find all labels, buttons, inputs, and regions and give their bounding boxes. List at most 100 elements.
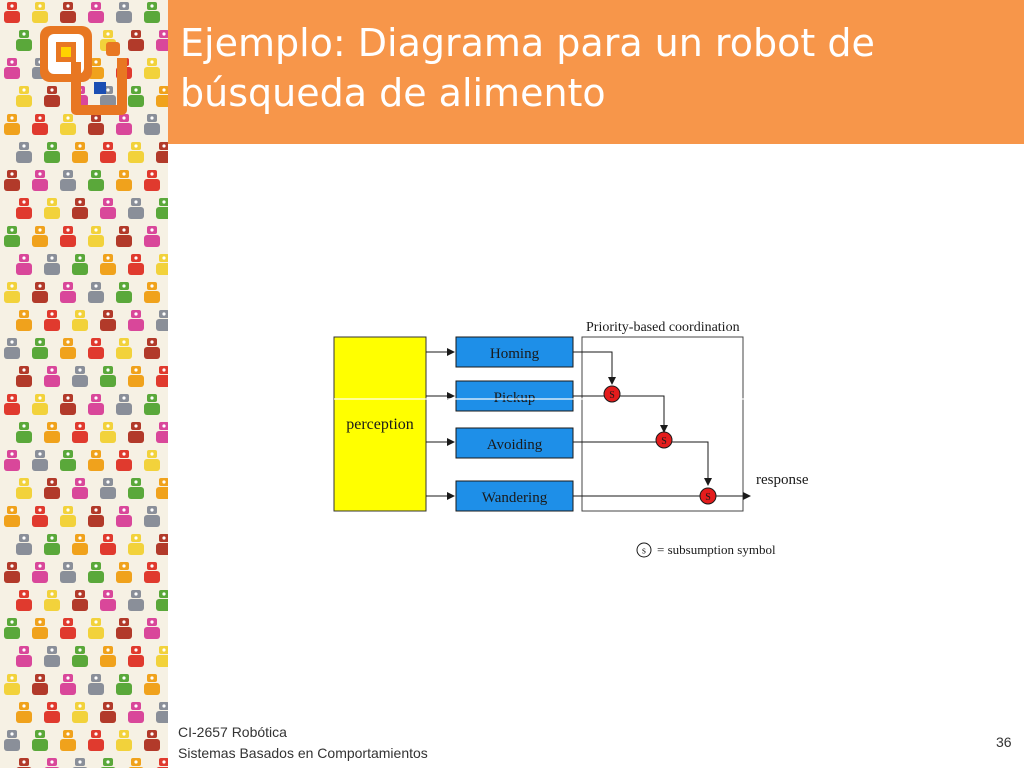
- robot-pattern-icon: [88, 282, 104, 303]
- robot-pattern-icon: [100, 198, 116, 219]
- robot-pattern-icon: [72, 142, 88, 163]
- behavior-wandering-box: [455, 480, 574, 512]
- robot-pattern-icon: [116, 338, 132, 359]
- robot-pattern-icon: [128, 646, 144, 667]
- robot-pattern-icon: [72, 310, 88, 331]
- robot-pattern-icon: [16, 702, 32, 723]
- robot-pattern-icon: [156, 366, 168, 387]
- robot-pattern-icon: [144, 674, 160, 695]
- subsumption-node-3: S: [699, 487, 717, 505]
- robot-pattern-icon: [144, 114, 160, 135]
- robot-pattern-icon: [44, 422, 60, 443]
- robot-pattern-icon: [156, 702, 168, 723]
- robot-pattern-icon: [4, 2, 20, 23]
- robot-pattern-icon: [32, 674, 48, 695]
- robot-pattern-icon: [44, 310, 60, 331]
- robot-pattern-icon: [144, 282, 160, 303]
- robot-pattern-icon: [4, 674, 20, 695]
- robot-pattern-icon: [144, 170, 160, 191]
- robot-pattern-icon: [100, 534, 116, 555]
- robot-pattern-icon: [16, 646, 32, 667]
- robot-pattern-icon: [60, 282, 76, 303]
- robot-pattern-icon: [116, 450, 132, 471]
- robot-pattern-icon: [16, 758, 32, 768]
- robot-pattern-icon: [116, 506, 132, 527]
- robot-pattern-icon: [128, 702, 144, 723]
- robot-pattern-icon: [128, 422, 144, 443]
- robot-pattern-icon: [32, 450, 48, 471]
- robot-pattern-icon: [156, 422, 168, 443]
- robot-pattern-icon: [32, 394, 48, 415]
- robot-pattern-icon: [72, 198, 88, 219]
- behavior-homing-box: [455, 336, 574, 368]
- robot-pattern-icon: [156, 30, 168, 51]
- robot-pattern-icon: [128, 534, 144, 555]
- robot-pattern-icon: [44, 702, 60, 723]
- robot-pattern-icon: [60, 730, 76, 751]
- robot-pattern-icon: [128, 590, 144, 611]
- robot-pattern-icon: [88, 170, 104, 191]
- robot-pattern-icon: [4, 170, 20, 191]
- robot-pattern-icon: [16, 310, 32, 331]
- legend-text: = subsumption symbol: [657, 542, 776, 557]
- robot-pattern-icon: [72, 702, 88, 723]
- robot-pattern-icon: [156, 590, 168, 611]
- page-number: 36: [996, 734, 1012, 750]
- robot-pattern-icon: [4, 338, 20, 359]
- robot-pattern-icon: [156, 758, 168, 768]
- robot-pattern-icon: [88, 338, 104, 359]
- robot-pattern-icon: [116, 618, 132, 639]
- behavior-wandering-label: Wandering: [482, 490, 548, 506]
- node-3-symbol: S: [705, 492, 711, 503]
- robot-pattern-icon: [100, 254, 116, 275]
- robot-pattern-icon: [156, 310, 168, 331]
- robot-pattern-icon: [32, 506, 48, 527]
- robot-pattern-icon: [4, 730, 20, 751]
- robot-pattern-icon: [144, 338, 160, 359]
- robot-pattern-icon: [88, 2, 104, 23]
- robot-pattern-icon: [116, 674, 132, 695]
- robot-pattern-icon: [60, 2, 76, 23]
- robot-pattern-icon: [60, 562, 76, 583]
- robot-pattern-icon: [72, 646, 88, 667]
- robot-pattern-icon: [156, 646, 168, 667]
- robot-pattern-icon: [144, 226, 160, 247]
- robot-pattern-icon: [100, 702, 116, 723]
- robot-pattern-icon: [128, 86, 144, 107]
- robot-pattern-icon: [128, 310, 144, 331]
- robot-pattern-icon: [44, 534, 60, 555]
- robot-pattern-icon: [100, 142, 116, 163]
- robot-pattern-icon: [44, 86, 60, 107]
- robot-pattern-icon: [60, 338, 76, 359]
- behavior-avoiding-box: [455, 427, 574, 459]
- robot-pattern-icon: [72, 478, 88, 499]
- robot-pattern-icon: [100, 366, 116, 387]
- robot-pattern-icon: [116, 226, 132, 247]
- subsumption-wires: [573, 351, 751, 500]
- robot-pattern-icon: [60, 450, 76, 471]
- behavior-homing: Homing: [455, 336, 574, 368]
- robot-pattern-icon: [144, 506, 160, 527]
- coordination-label: Priority-based coordination: [586, 320, 740, 335]
- subsumption-node-2: S: [655, 431, 673, 449]
- robot-pattern-icon: [4, 58, 20, 79]
- behavior-wandering: Wandering: [455, 480, 574, 512]
- robot-pattern-icon: [16, 142, 32, 163]
- robot-pattern-icon: [128, 758, 144, 768]
- robot-pattern-icon: [72, 422, 88, 443]
- robot-pattern-icon: [16, 422, 32, 443]
- robot-pattern-icon: [16, 590, 32, 611]
- robot-pattern-icon: [144, 394, 160, 415]
- robot-pattern-icon: [144, 2, 160, 23]
- robot-pattern-icon: [88, 730, 104, 751]
- robot-pattern-icon: [44, 254, 60, 275]
- robot-pattern-icon: [16, 198, 32, 219]
- robot-pattern-icon: [116, 170, 132, 191]
- robot-pattern-icons: [4, 2, 168, 768]
- robot-pattern-icon: [4, 506, 20, 527]
- robot-pattern-icon: [72, 534, 88, 555]
- robot-pattern-icon: [156, 478, 168, 499]
- robot-pattern-icon: [144, 450, 160, 471]
- perception-box: [333, 336, 427, 512]
- slide-title: Ejemplo: Diagrama para un robot de búsqu…: [180, 21, 875, 115]
